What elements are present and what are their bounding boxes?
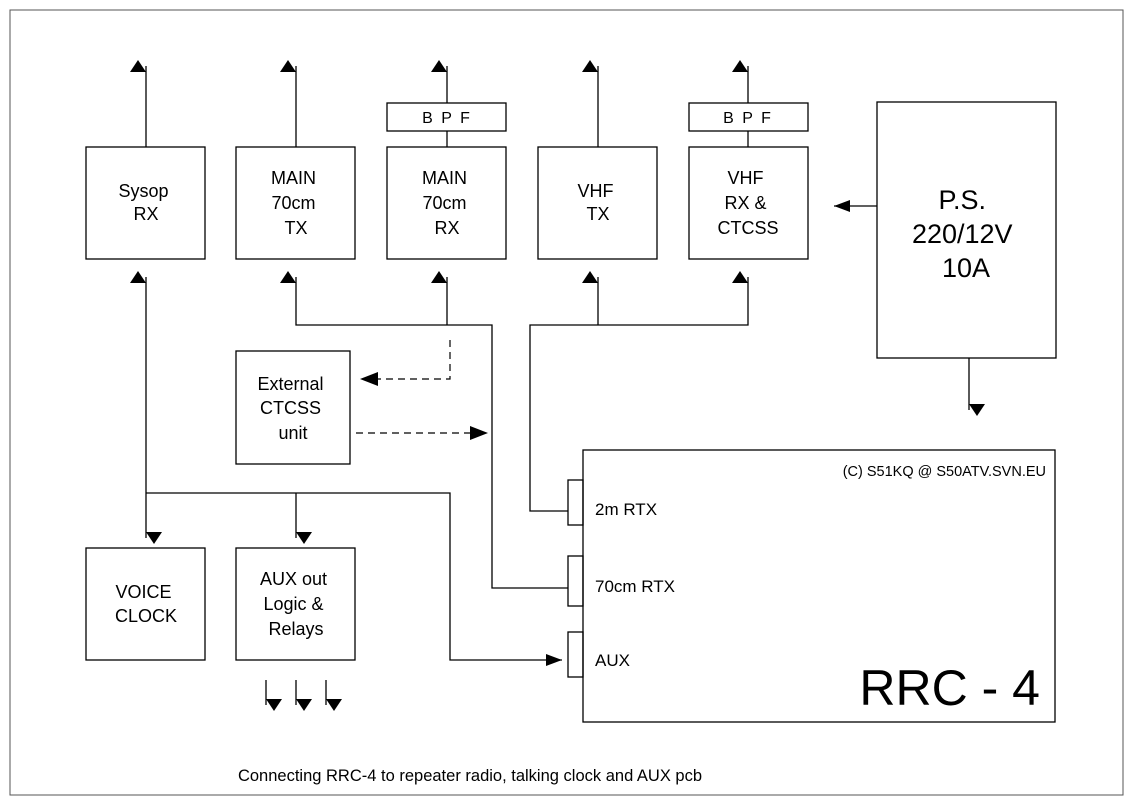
connector-2m: [567, 479, 584, 526]
block-aux-out: [235, 547, 356, 661]
label-power-supply: P.S. 220/12V 10A: [912, 185, 1020, 283]
label-vhf-rx: VHF RX & CTCSS: [717, 168, 778, 238]
dashed-ctcss-in: [370, 340, 451, 380]
label-bpf-main-rx: B P F: [422, 110, 472, 127]
block-vhf-tx: [537, 146, 658, 260]
outer-frame: [9, 9, 1124, 796]
block-power-supply: [876, 101, 1057, 359]
label-external-ctcss: External CTCSS unit: [257, 374, 328, 443]
label-voice-clock: VOICE CLOCK: [115, 582, 177, 626]
block-external-ctcss: [235, 350, 351, 465]
arrow-ctcss-out-head: [470, 426, 488, 440]
wire-aux-bus: [146, 492, 562, 666]
block-sysop-rx: [85, 146, 206, 260]
block-voice-clock: [85, 547, 206, 661]
label-bpf-vhf-rx: B P F: [723, 110, 773, 127]
port-70cm-rtx: 70cm RTX: [595, 577, 675, 596]
label-sysop-rx: Sysop RX: [118, 181, 173, 224]
wire-70cm-rtx: [280, 271, 568, 589]
label-main-tx: MAIN 70cm TX: [271, 168, 321, 238]
port-aux: AUX: [595, 651, 630, 670]
connector-70cm: [567, 555, 584, 607]
label-aux-out: AUX out Logic & Relays: [260, 569, 332, 639]
wire-2m-rtx: [529, 271, 749, 512]
arrow-ctcss-in-head: [360, 372, 378, 386]
connector-aux: [567, 631, 584, 678]
controller-name: RRC - 4: [859, 660, 1040, 716]
port-2m-rtx: 2m RTX: [595, 500, 657, 519]
label-vhf-tx: VHF TX: [577, 181, 618, 224]
label-main-rx: MAIN 70cm RX: [422, 168, 472, 238]
controller-copyright: (C) S51KQ @ S50ATV.SVN.EU: [843, 464, 1046, 480]
diagram-caption: Connecting RRC-4 to repeater radio, talk…: [238, 767, 702, 785]
